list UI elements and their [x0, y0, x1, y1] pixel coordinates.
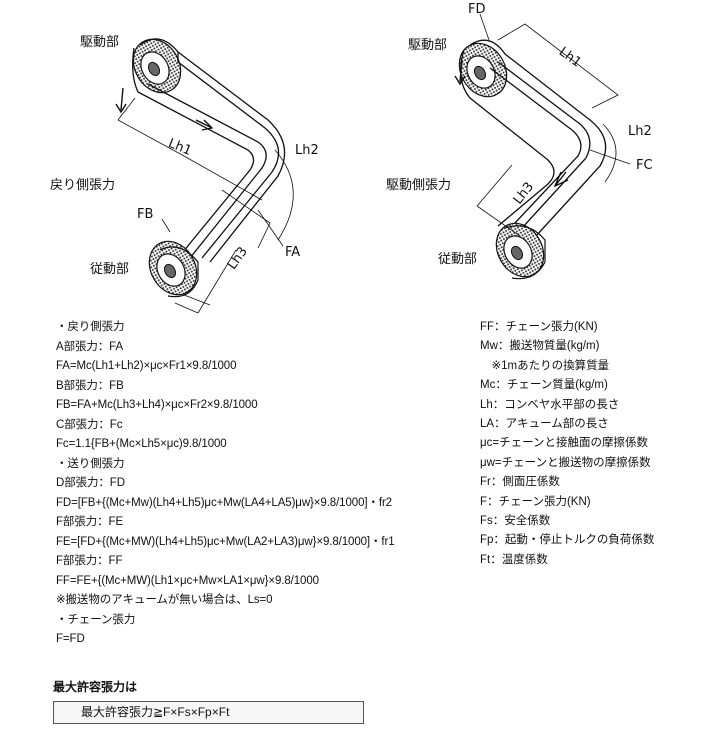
left-rotation-arrow — [115, 87, 127, 114]
equation-line: Fc=1.1{FB+(Mc×Lh5×μc)9.8/1000 — [56, 438, 227, 450]
equation-line: FD=[FB+{(Mc+Mw)(Lh4+Lh5)μc+Mw(LA4+LA5)μw… — [56, 496, 392, 509]
right-dimension-lines — [476, 23, 619, 237]
left-fb-leader — [161, 218, 171, 233]
left-dimension-lines — [117, 97, 294, 314]
right-fd-label: FD — [468, 2, 486, 17]
legend-item: Mc：チェーン質量(kg/m) — [480, 379, 608, 392]
right-drive-label: 駆動部 — [408, 37, 448, 52]
equation-line: D部張力：FD — [56, 477, 125, 489]
legend-item: μc=チェーンと接触面の摩擦係数 — [480, 437, 649, 450]
equation-line: F部張力：FE — [56, 516, 124, 528]
left-follower-label: 従動部 — [90, 261, 130, 276]
right-flow-arrow — [553, 171, 569, 188]
left-fb-label: FB — [137, 207, 154, 222]
right-rotation-arrow — [454, 59, 466, 86]
legend-item: FF：チェーン張力(KN) — [480, 321, 598, 333]
legend-item: Fp：起動・停止トルクの負荷係数 — [480, 534, 655, 547]
right-lh2-label: Lh2 — [628, 124, 652, 139]
left-fa-leader — [257, 209, 284, 247]
legend-item: Ft：温度係数 — [480, 553, 548, 566]
equation-line: ・戻り側張力 — [56, 321, 125, 333]
symbol-legend: FF：チェーン張力(KN) Mw：搬送物質量(kg/m) ※1mあたりの換算質量… — [480, 318, 654, 570]
equation-line: FB=FA+Mc(Lh3+Lh4)×μc×Fr2×9.8/1000 — [56, 399, 258, 411]
left-conveyor-diagram — [115, 38, 294, 314]
left-drive-sprocket — [132, 38, 182, 94]
equation-line: F=FD — [56, 633, 85, 645]
right-drive-tension-label: 駆動側張力 — [386, 177, 452, 192]
legend-item: Mw：搬送物質量(kg/m) — [480, 340, 600, 353]
equation-line: A部張力：FA — [56, 340, 124, 353]
legend-item: Fr：側面圧係数 — [480, 476, 560, 489]
legend-item: Lh：コンベヤ水平部の長さ — [480, 398, 620, 411]
equation-line: ・送り側張力 — [56, 457, 125, 470]
left-lh2-label: Lh2 — [295, 143, 319, 158]
left-chain — [132, 38, 286, 263]
right-fc-label: FC — [636, 158, 653, 173]
left-drive-label: 駆動部 — [80, 34, 120, 49]
legend-item: μw=チェーンと搬送物の摩擦係数 — [480, 456, 651, 469]
equation-line: C部張力：Fc — [56, 418, 123, 431]
equation-line: ※搬送物のアキュームが無い場合は、Ls=0 — [56, 594, 273, 606]
equation-line: B部張力：FB — [56, 379, 124, 392]
left-follower-sprocket — [148, 240, 199, 298]
right-follower-label: 従動部 — [438, 251, 478, 266]
equation-line: FF=FE+{(Mc+MW)(Lh1×μc+Mw×LA1×μw}×9.8/100… — [56, 574, 319, 587]
legend-item: LA：アキューム部の長さ — [480, 417, 609, 430]
equation-line: ・チェーン張力 — [56, 613, 136, 626]
equation-line: FA=Mc(Lh1+Lh2)×μc×Fr1×9.8/1000 — [56, 360, 237, 372]
left-flow-arrow — [195, 119, 214, 131]
left-fa-label: FA — [285, 245, 301, 260]
equation-line: F部張力：FF — [56, 555, 123, 567]
max-tension-heading: 最大許容張力は — [53, 680, 138, 694]
max-tension-formula: 最大許容張力≧F×Fs×Fp×Ft — [81, 705, 230, 719]
legend-item: F：チェーン張力(KN) — [480, 495, 591, 508]
right-conveyor-diagram — [454, 13, 631, 280]
legend-item: ※1mあたりの換算質量 — [480, 359, 610, 372]
right-follower-sprocket — [495, 222, 546, 280]
max-tension-formula-box: 最大許容張力≧F×Fs×Fp×Ft — [53, 701, 364, 724]
equation-line: FE=[FD+{(Mc+MW)(Lh4+Lh5)μc+Mw(LA2+LA3)μw… — [56, 535, 395, 548]
legend-item: Fs：安全係数 — [480, 514, 551, 527]
right-drive-sprocket — [458, 42, 508, 98]
right-fc-leader — [589, 149, 631, 165]
right-fd-leader — [479, 13, 490, 41]
tension-equations: ・戻り側張力 A部張力：FA FA=Mc(Lh1+Lh2)×μc×Fr1×9.8… — [56, 318, 395, 650]
left-return-tension-label: 戻り側張力 — [50, 177, 116, 192]
